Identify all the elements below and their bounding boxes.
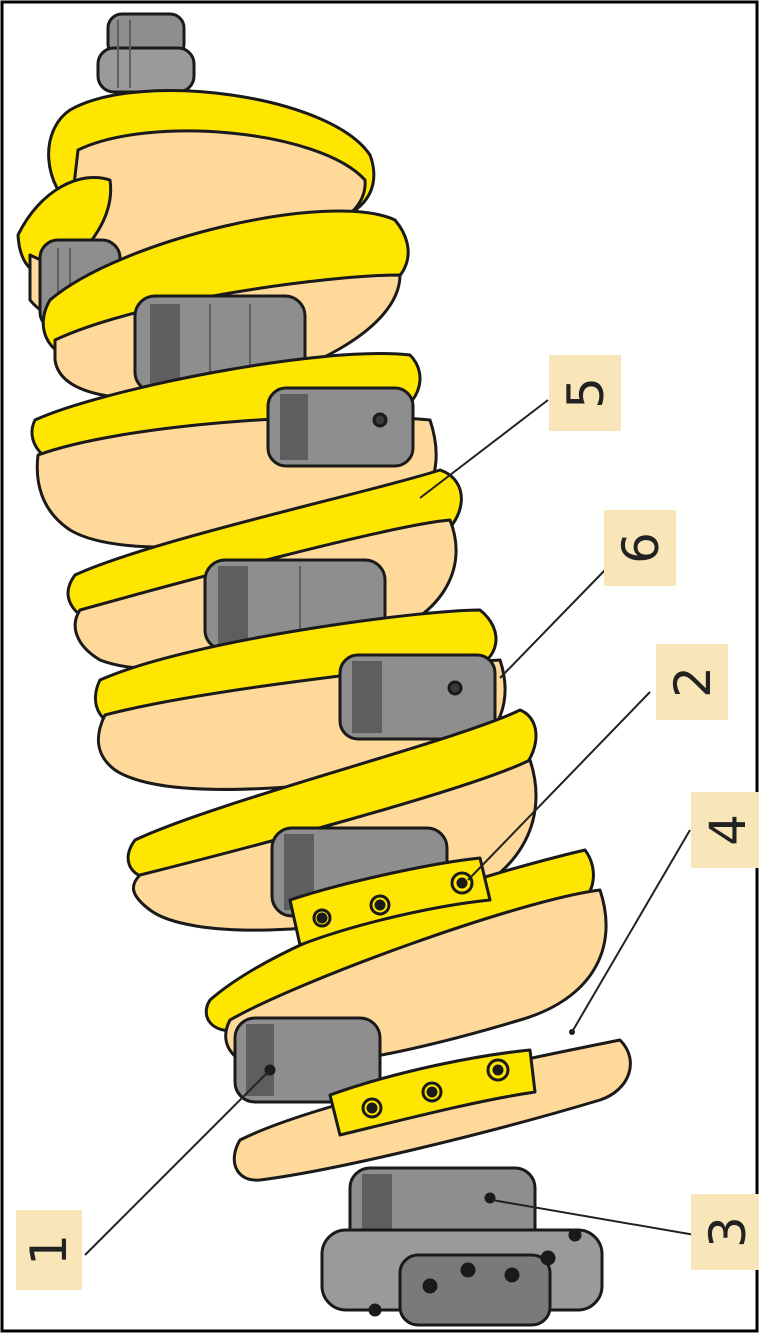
crankpin-3 <box>340 655 495 739</box>
callout-6-label: 6 <box>612 532 670 564</box>
front-snout <box>98 14 194 92</box>
callout-2-label: 2 <box>664 666 722 698</box>
crankpin-2 <box>268 388 413 466</box>
callout-3-label: 3 <box>699 1216 757 1248</box>
callout-3: 3 <box>691 1194 759 1270</box>
callout-5: 5 <box>549 355 621 431</box>
callout-1-label: 1 <box>20 1234 78 1266</box>
callout-5-label: 5 <box>557 377 615 409</box>
callout-4: 4 <box>691 792 759 868</box>
callout-1: 1 <box>16 1210 82 1290</box>
callout-4-label: 4 <box>699 814 757 846</box>
rear-flange <box>322 1230 602 1325</box>
callout-2: 2 <box>656 644 728 720</box>
callout-6: 6 <box>604 510 676 586</box>
